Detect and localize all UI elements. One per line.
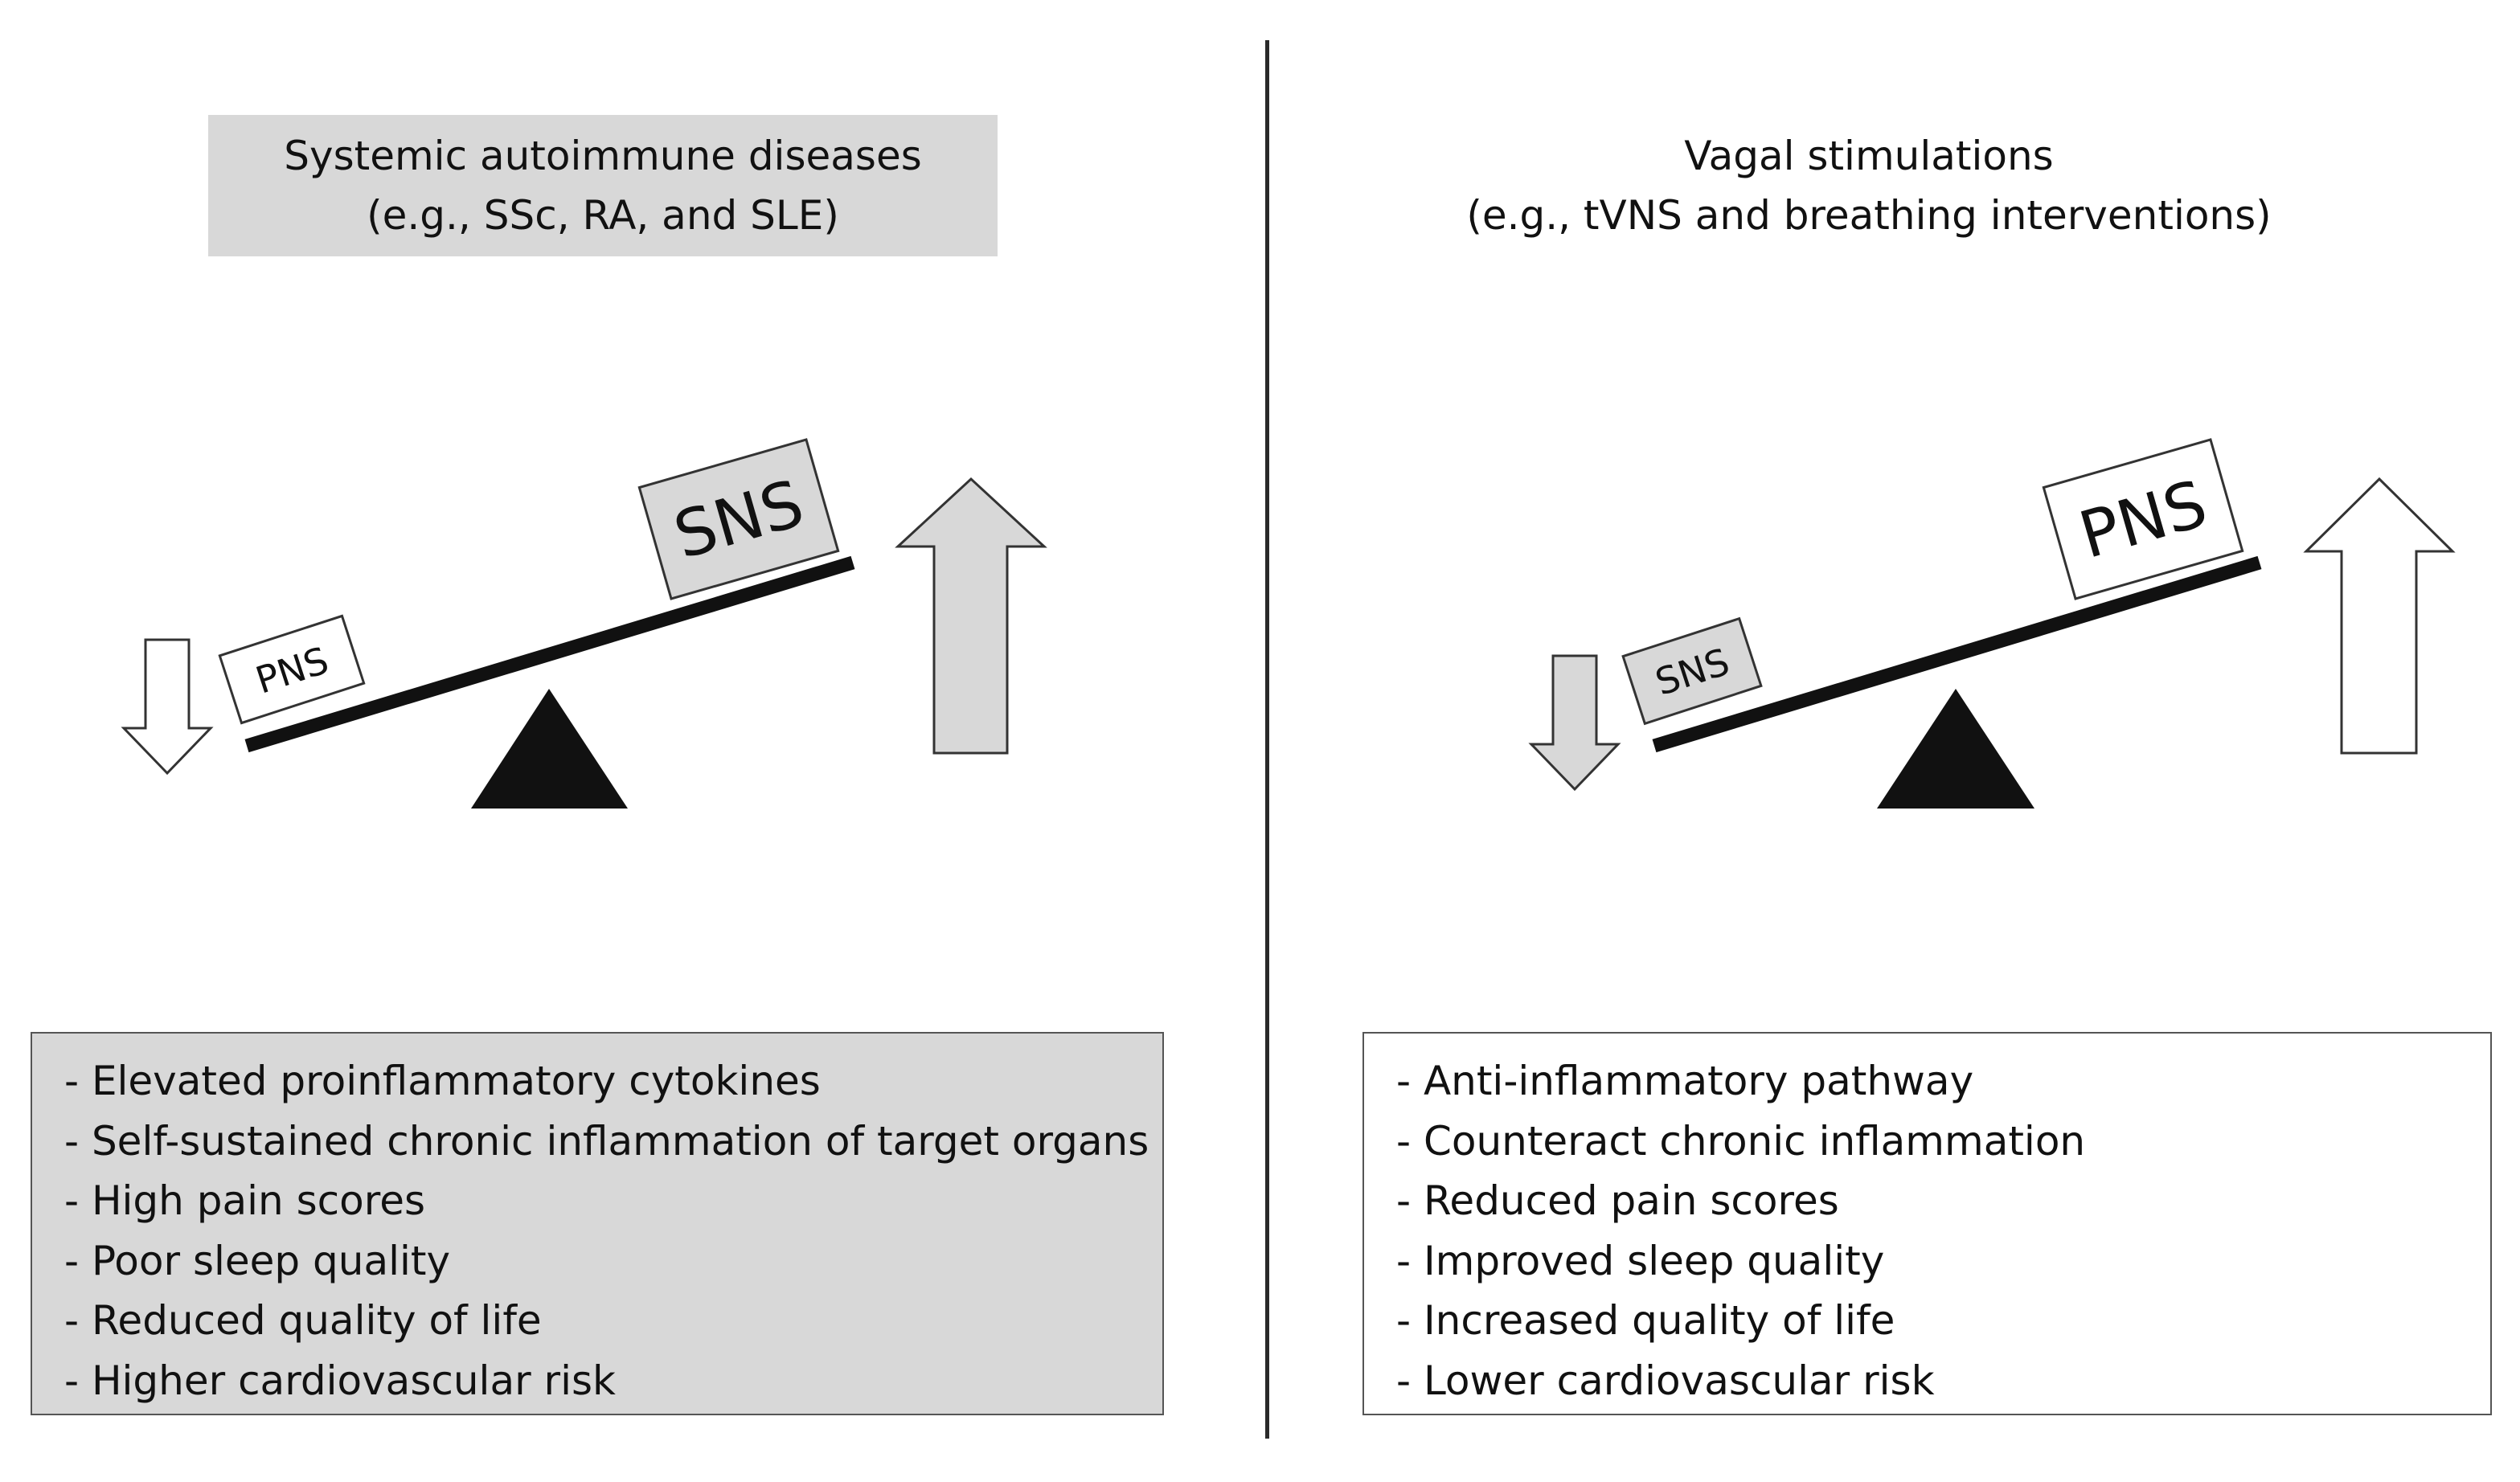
- right-effect-item: Increased quality of life: [1396, 1291, 2490, 1351]
- right-title-line1: Vagal stimulations: [1684, 133, 2054, 179]
- right-title-box: Vagal stimulations (e.g., tVNS and breat…: [1447, 115, 2291, 256]
- left-title-line2: (e.g., SSc, RA, and SLE): [367, 192, 839, 239]
- left-seesaw-beam: [244, 555, 855, 753]
- left-title-line1: Systemic autoimmune diseases: [284, 133, 922, 179]
- left-panel: Systemic autoimmune diseases (e.g., SSc,…: [0, 0, 1254, 1482]
- right-effects-list: Anti-inflammatory pathway Counteract chr…: [1396, 1051, 2490, 1410]
- right-down-arrow-icon: [1528, 654, 1621, 792]
- left-large-block: SNS: [637, 438, 840, 600]
- right-fulcrum: [1877, 689, 2034, 809]
- left-effect-item: Reduced quality of life: [64, 1291, 1162, 1351]
- left-effect-item: Higher cardiovascular risk: [64, 1351, 1162, 1411]
- left-effect-item: Self-sustained chronic inflammation of t…: [64, 1112, 1162, 1172]
- right-effect-item: Counteract chronic inflammation: [1396, 1112, 2490, 1172]
- right-effect-item: Lower cardiovascular risk: [1396, 1351, 2490, 1411]
- right-effects-box: Anti-inflammatory pathway Counteract chr…: [1362, 1032, 2492, 1415]
- left-fulcrum: [471, 689, 628, 809]
- left-up-arrow-icon: [895, 477, 1047, 755]
- left-seesaw: PNS SNS: [121, 438, 1047, 809]
- right-seesaw: SNS PNS: [1528, 438, 2456, 809]
- left-down-arrow-icon: [121, 638, 214, 776]
- left-effect-item: High pain scores: [64, 1171, 1162, 1231]
- left-effect-item: Poor sleep quality: [64, 1231, 1162, 1292]
- left-effect-item: Elevated proinflammatory cytokines: [64, 1051, 1162, 1112]
- right-seesaw-beam: [1652, 555, 2262, 753]
- left-effects-list: Elevated proinflammatory cytokines Self-…: [64, 1051, 1162, 1410]
- right-large-block: PNS: [2042, 438, 2244, 600]
- right-effect-item: Improved sleep quality: [1396, 1231, 2490, 1292]
- right-panel: Vagal stimulations (e.g., tVNS and breat…: [1270, 0, 2520, 1482]
- center-divider: [1265, 40, 1269, 1439]
- right-effect-item: Reduced pain scores: [1396, 1171, 2490, 1231]
- right-title-line2: (e.g., tVNS and breathing interventions): [1466, 192, 2272, 239]
- right-up-arrow-icon: [2303, 477, 2456, 755]
- left-small-block: PNS: [218, 614, 366, 725]
- right-effect-item: Anti-inflammatory pathway: [1396, 1051, 2490, 1112]
- left-effects-box: Elevated proinflammatory cytokines Self-…: [31, 1032, 1164, 1415]
- left-title-box: Systemic autoimmune diseases (e.g., SSc,…: [208, 115, 998, 256]
- right-small-block: SNS: [1621, 616, 1763, 726]
